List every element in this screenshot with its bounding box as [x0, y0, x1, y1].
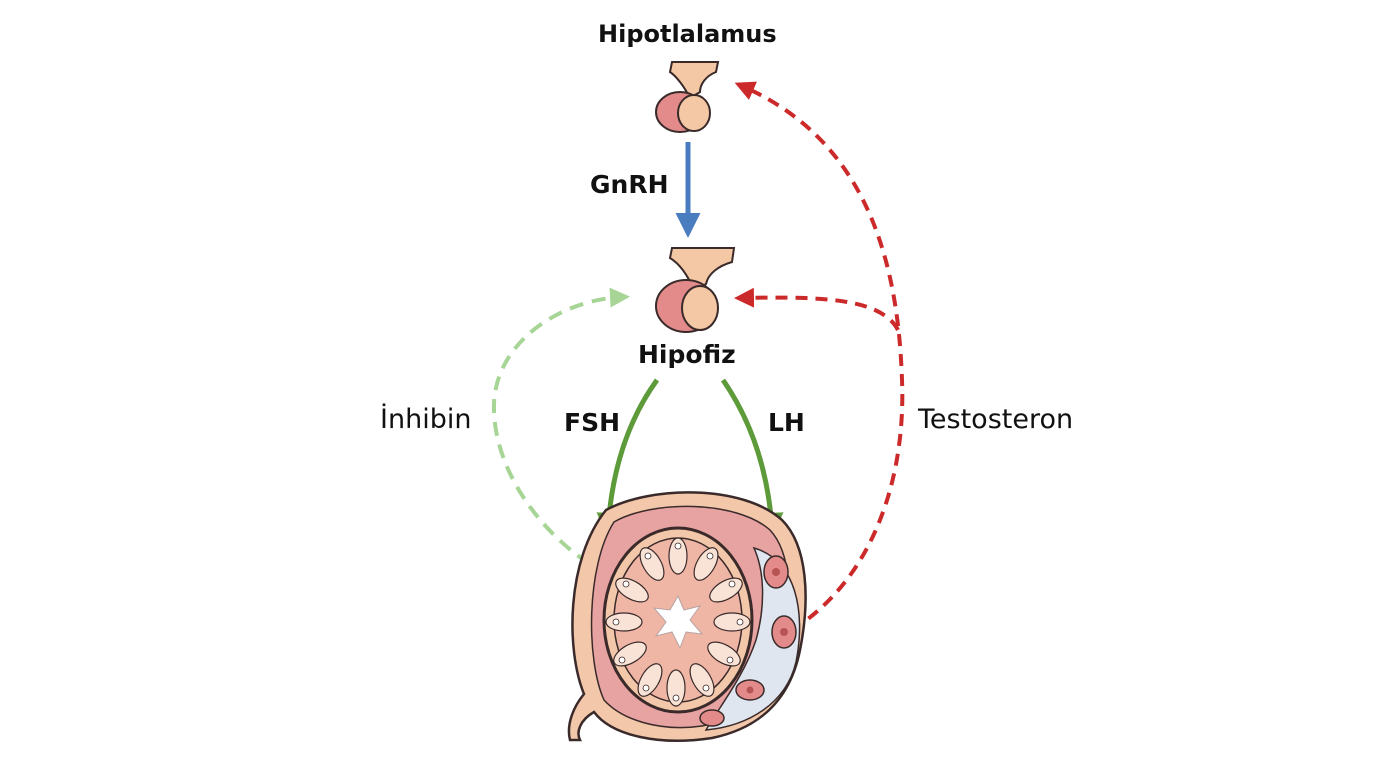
testosterone-label: Testosteron [918, 404, 1074, 435]
hypothalamus-label: Hipotlalamus [598, 20, 777, 48]
inhibin-label: İnhibin [380, 404, 472, 435]
testosterone-feedback-arrow-to-hypothalamus [734, 81, 905, 632]
hypothalamus-gland-illustration [655, 61, 720, 133]
lh-arrow [720, 378, 784, 538]
pituitary-gland-illustration [655, 247, 736, 333]
testis-illustration [567, 491, 807, 742]
pituitary-label: Hipofiz [638, 340, 736, 369]
gnrh-label: GnRH [590, 170, 669, 199]
inhibin-feedback-arrow [491, 287, 631, 586]
testosterone-feedback-arrow-to-pituitary [734, 287, 900, 332]
lh-label: LH [768, 408, 805, 437]
fsh-label: FSH [564, 408, 621, 437]
